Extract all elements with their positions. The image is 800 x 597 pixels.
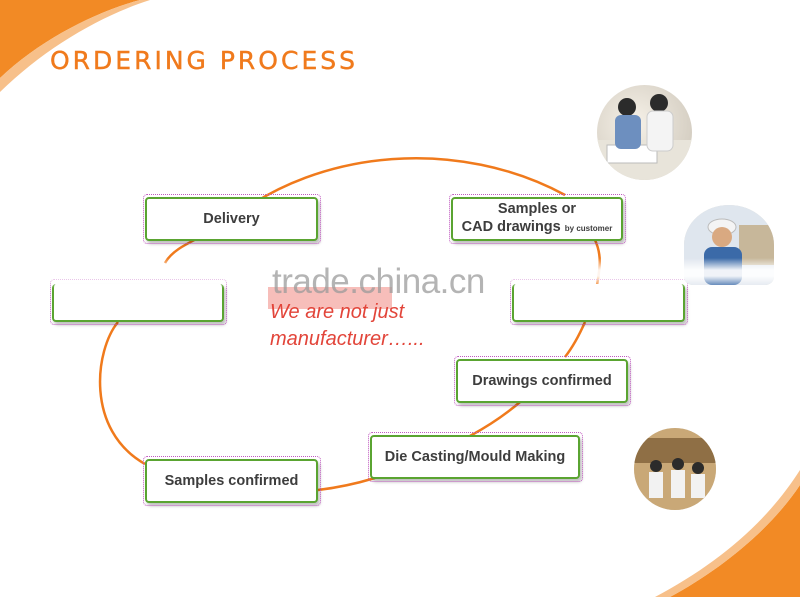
- loop-top-arc: [163, 157, 566, 264]
- step-delivery-label: Delivery: [203, 211, 260, 227]
- photo-warehouse-team: [634, 428, 716, 510]
- step-samples-line2-row: CAD drawings by customer: [462, 218, 613, 238]
- slogan-line2: manufacturer…...: [270, 328, 425, 350]
- step-samples-confirmed-label: Samples confirmed: [164, 473, 299, 489]
- step-die-casting: Die Casting/Mould Making: [368, 432, 583, 482]
- page-title: ORDERING PROCESS: [50, 46, 358, 75]
- step-samples-or-cad: Samples or CAD drawings by customer: [449, 194, 626, 244]
- loop-casting-to-samples: [317, 476, 376, 492]
- step-samples-line2: CAD drawings: [461, 219, 561, 235]
- step-delivery: Delivery: [143, 194, 321, 244]
- photo-engineers-illustration: [597, 94, 692, 180]
- step-samples-line1: Samples or: [497, 201, 577, 217]
- loop-right-lower: [564, 321, 587, 358]
- step-right-partial: [510, 279, 688, 325]
- watermark: trade.china.cn: [272, 262, 485, 301]
- slogan-line1: We are not just: [270, 301, 405, 323]
- step-drawings-confirmed-label: Drawings confirmed: [472, 373, 612, 389]
- step-drawings-confirmed: Drawings confirmed: [454, 356, 631, 406]
- step-die-casting-label: Die Casting/Mould Making: [384, 449, 566, 465]
- photo-engineers-reviewing-drawings: [597, 85, 692, 180]
- slogan-highlight: [268, 287, 392, 309]
- photo-warehouse-illustration: [634, 428, 716, 510]
- step-left-partial: [50, 279, 227, 325]
- watermark-band: [0, 258, 800, 288]
- slogan: We are not just manufacturer…...: [270, 299, 470, 353]
- step-samples-note: by customer: [564, 224, 613, 233]
- loop-drawings-to-casting: [469, 401, 521, 438]
- step-samples-confirmed: Samples confirmed: [143, 456, 321, 506]
- loop-left-arc: [98, 321, 146, 466]
